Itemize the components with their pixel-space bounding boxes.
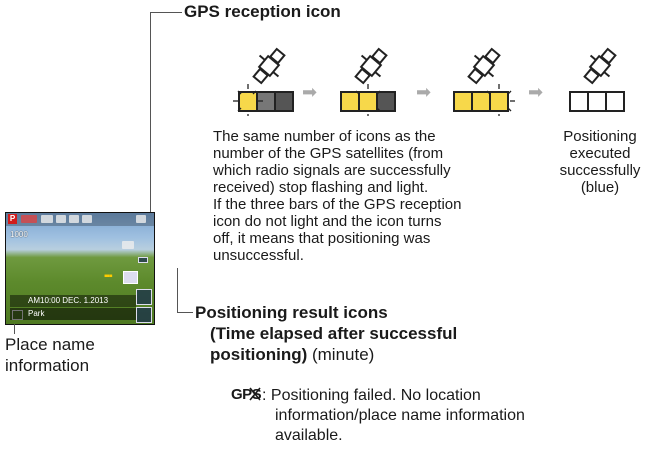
gps-icon-two-bars [331, 44, 407, 116]
arrow-icon: ➡ [302, 82, 318, 102]
gps-icon-one-bar [229, 44, 305, 116]
gps-reception-icon-heading: GPS reception icon [184, 2, 341, 21]
picture-counter: 1000 [10, 230, 28, 239]
gps-icon-leader-vertical [150, 12, 151, 272]
zoom-indicator [138, 257, 148, 263]
time-elapsed-line1: (Time elapsed after successful [210, 324, 458, 343]
playback-button [136, 289, 152, 305]
storage-icon [122, 241, 134, 249]
gps-result-icon [123, 271, 138, 284]
gps-icon-leader-horizontal [150, 12, 182, 13]
camera-screen: P 1000 ▪▪▪ AM10:00 DEC. 1.2013 Park [5, 212, 155, 325]
place-name-leader [14, 324, 15, 334]
arrow-icon: ➡ [416, 82, 432, 102]
quality-icon [56, 215, 66, 223]
af-mode-icon [69, 215, 79, 223]
place-name-display: Park [10, 308, 136, 320]
battery-icon [21, 215, 37, 223]
ois-icon [82, 215, 92, 223]
result-icon-leader-vertical [177, 268, 178, 312]
gps-reception-indicator: ▪▪▪ [104, 271, 113, 282]
program-mode-icon: P [8, 214, 17, 224]
delete-button [136, 307, 152, 323]
place-name-caption: Place name information [5, 335, 95, 375]
gps-icon-positioned [560, 44, 636, 116]
positioning-result-heading: Positioning result icons [195, 303, 388, 322]
positioning-executed-note: Positioning executed successfully (blue) [559, 128, 641, 196]
picture-size-icon [41, 215, 53, 223]
result-icon-leader-horizontal [177, 312, 193, 313]
gps-icon-description: The same number of icons as the number o… [213, 128, 462, 264]
date-time-display: AM10:00 DEC. 1.2013 [10, 295, 136, 307]
gps-icon-three-bars [444, 44, 520, 116]
gps-failed-description: : Positioning failed. No location inform… [262, 387, 525, 444]
time-elapsed-line2: positioning) (minute) [210, 345, 375, 364]
arrow-icon: ➡ [528, 82, 544, 102]
gps-failed-icon: GPS [231, 386, 262, 403]
menu-icon [136, 215, 146, 223]
